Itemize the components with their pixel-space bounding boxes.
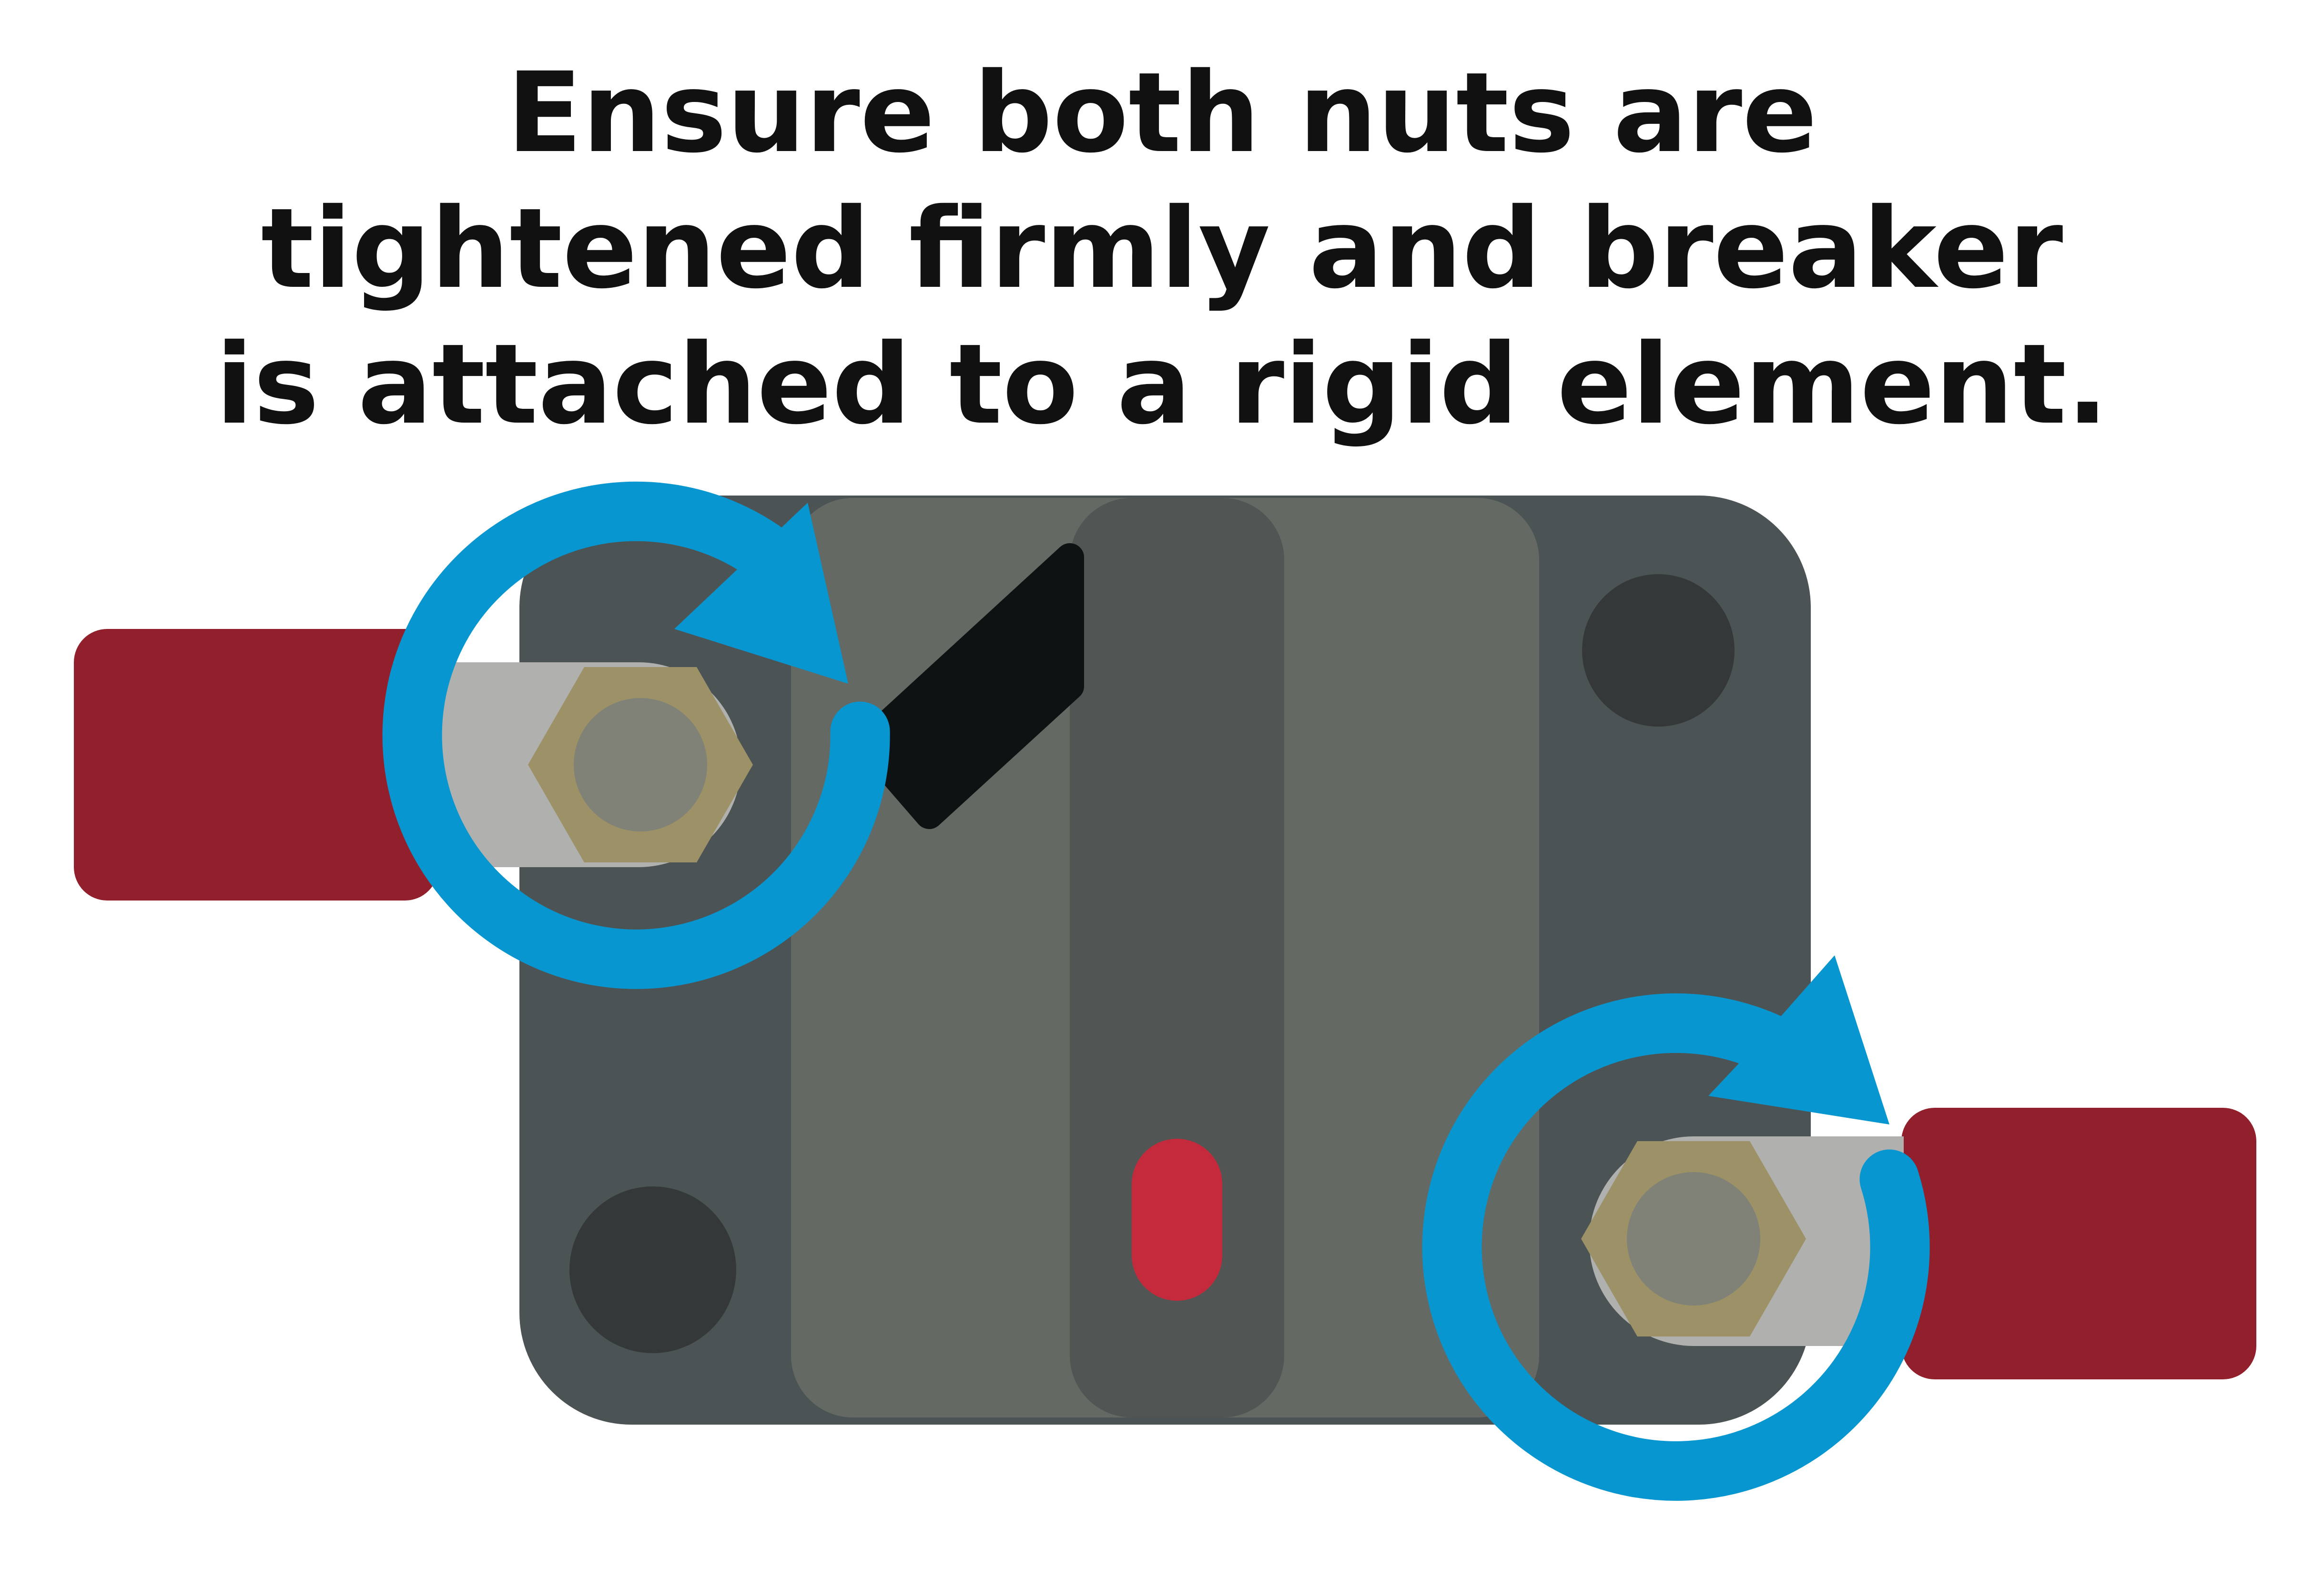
terminal-lug-left [74,629,438,901]
switch-rail [1070,498,1284,1417]
mounting-hole-top-right [1582,574,1735,727]
rotation-arrowhead-right [1708,955,1889,1124]
rotation-arc-right [1422,993,1930,1501]
rotation-arc-left [382,481,890,989]
breaker-lever [853,543,1084,829]
instruction-line-1: Ensure both nuts are [507,49,1817,177]
instruction-heading: Ensure both nuts are tightened firmly an… [0,45,2324,453]
trip-indicator [1132,1139,1222,1301]
bolt-head-right [1627,1172,1760,1306]
clockwise-rotation-arrow-icon [382,481,890,989]
terminal-lug-right [1901,1108,2256,1379]
bolt-head-left [574,698,707,831]
mounting-hole-bottom-left [569,1186,736,1353]
clockwise-rotation-arrow-icon [1422,955,1930,1501]
instruction-line-3: is attached to a rigid element. [215,320,2109,449]
instruction-line-2: tightened firmly and breaker [261,184,2063,313]
rotation-arrowhead-left [674,503,848,684]
